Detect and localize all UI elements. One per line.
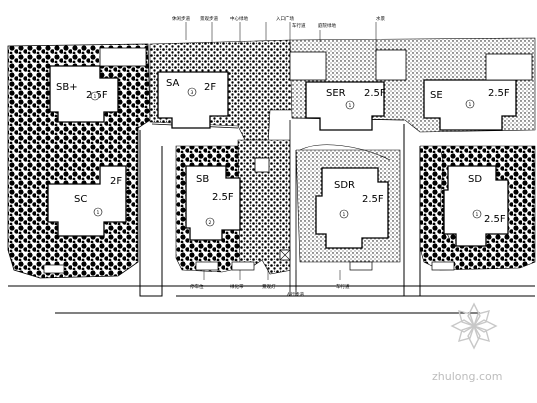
road-middle	[289, 120, 297, 297]
watermark: zhulong.com	[432, 302, 502, 383]
floors-se: 2.5F	[488, 88, 510, 99]
label-sb: SB	[196, 174, 209, 185]
floors-sa: 2F	[204, 82, 216, 93]
label-sb-plus: SB+	[56, 82, 78, 93]
label-sc: SC	[74, 194, 87, 205]
floors-sdr: 2.5F	[362, 194, 384, 205]
building-sb	[185, 165, 241, 241]
annotation-top-2: 景观步道	[200, 15, 218, 22]
top-annotations: 休闲步道 景观步道 中心绿地 入口广场 车行道 庭院绿地 水景	[172, 15, 385, 52]
parking-4	[349, 261, 373, 271]
svg-text:1: 1	[476, 212, 479, 218]
building-layer	[47, 47, 533, 249]
annotation-bottom-3: 景观灯	[262, 283, 276, 290]
label-sdr: SDR	[334, 180, 355, 191]
floors-sd: 2.5F	[484, 214, 506, 225]
parking-layer	[43, 157, 455, 274]
annotation-bottom-4: 人行步道	[286, 291, 304, 298]
pavilion	[254, 157, 270, 173]
unit-marker-sb-plus: 1	[90, 91, 100, 101]
parking-2	[195, 261, 219, 271]
parking-1	[43, 264, 65, 274]
svg-text:3: 3	[191, 90, 194, 96]
floors-ser: 2.5F	[364, 88, 386, 99]
neighbour-block-3	[485, 53, 533, 81]
floors-sc: 2F	[110, 176, 122, 187]
building-sa	[157, 71, 229, 129]
building-sb-plus	[49, 65, 119, 123]
svg-text:2: 2	[209, 220, 212, 226]
road-central	[403, 124, 421, 297]
annotation-top-7: 水景	[376, 15, 385, 22]
path-curve-1	[299, 144, 391, 161]
unit-marker-sb: 2	[205, 217, 215, 227]
label-sa: SA	[166, 78, 180, 89]
road-west	[139, 130, 163, 297]
label-se: SE	[430, 90, 443, 101]
unit-marker-sd: 1	[472, 209, 482, 219]
svg-text:1: 1	[349, 103, 352, 109]
svg-text:1: 1	[94, 94, 97, 100]
neighbour-block-2	[375, 49, 407, 81]
building-sdr	[315, 167, 389, 249]
road-layer	[8, 117, 535, 314]
unit-marker-sc: 1	[93, 207, 103, 217]
unit-marker-se: 1	[465, 99, 475, 109]
annotation-top-3: 中心绿地	[230, 15, 248, 22]
neighbour-block-1	[289, 51, 327, 81]
unit-marker-sdr: 1	[339, 209, 349, 219]
label-sd: SD	[468, 174, 482, 185]
annotation-top-6: 庭院绿地	[318, 22, 336, 29]
annotation-bottom-2: 绿化带	[230, 283, 244, 290]
annotation-top-1: 休闲步道	[172, 15, 190, 22]
building-ser	[305, 81, 385, 131]
svg-text:1: 1	[97, 210, 100, 216]
parking-5	[431, 261, 455, 271]
svg-text:1: 1	[343, 212, 346, 218]
unit-marker-ser: 1	[345, 100, 355, 110]
annotation-top-5: 车行道	[292, 22, 306, 29]
gate-cross	[279, 249, 291, 261]
building-sc	[47, 165, 127, 237]
bottom-annotations: 停车位 绿化带 景观灯 人行步道 车行道	[190, 270, 350, 298]
unit-marker-sa: 3	[187, 87, 197, 97]
annotation-bottom-5: 车行道	[336, 283, 350, 290]
annotation-top-4: 入口广场	[276, 15, 294, 22]
unit-markers: 1 3 1 1 1 2 1 1	[90, 87, 482, 227]
watermark-logo-icon	[450, 302, 498, 350]
watermark-text: zhulong.com	[432, 370, 502, 383]
label-ser: SER	[326, 88, 346, 99]
parking-3	[231, 261, 255, 271]
floors-sb: 2.5F	[212, 192, 234, 203]
building-sd	[443, 165, 509, 247]
neighbour-block-4	[99, 47, 147, 67]
svg-text:1: 1	[469, 102, 472, 108]
annotation-bottom-1: 停车位	[190, 283, 204, 290]
